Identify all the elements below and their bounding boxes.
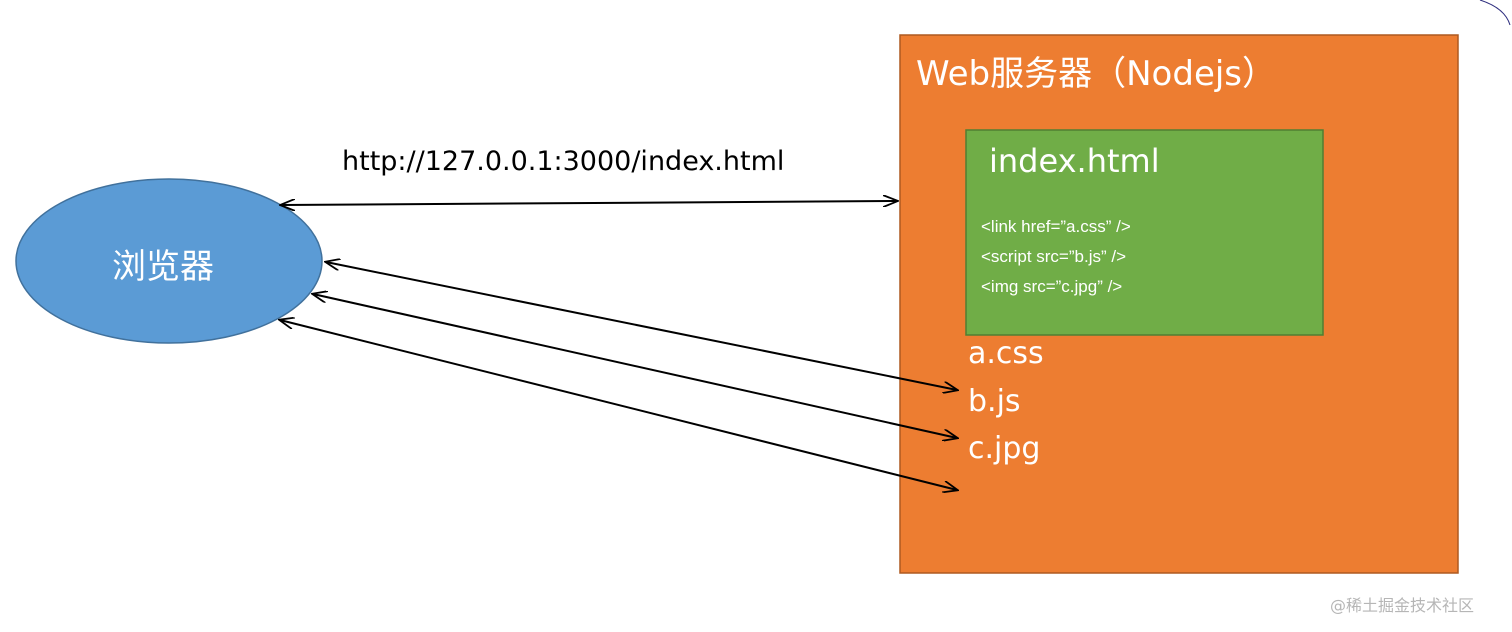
asset-c-jpg: c.jpg: [968, 431, 1041, 466]
watermark: @稀土掘金技术社区: [1330, 596, 1475, 615]
request-url-label: http://127.0.0.1:3000/index.html: [342, 146, 785, 177]
code-line-script: <script src=”b.js” />: [981, 247, 1127, 266]
code-line-img: <img src=”c.jpg” />: [981, 277, 1123, 296]
asset-b-js: b.js: [968, 384, 1021, 419]
asset-a-css: a.css: [968, 336, 1044, 371]
server-title: Web服务器（Nodejs）: [916, 54, 1277, 94]
browser-label: 浏览器: [112, 247, 214, 287]
index-file-title: index.html: [989, 142, 1160, 180]
index-file-box: [965, 129, 1324, 336]
request-arrow: [281, 201, 897, 205]
asset-arrow-c-jpg: [280, 320, 957, 490]
asset-arrow-b-js: [313, 294, 957, 438]
browser-ellipse: [15, 178, 323, 344]
code-line-link: <link href=”a.css” />: [981, 217, 1131, 236]
asset-arrow-a-css: [326, 262, 957, 390]
frame-corner: [1479, 0, 1511, 26]
